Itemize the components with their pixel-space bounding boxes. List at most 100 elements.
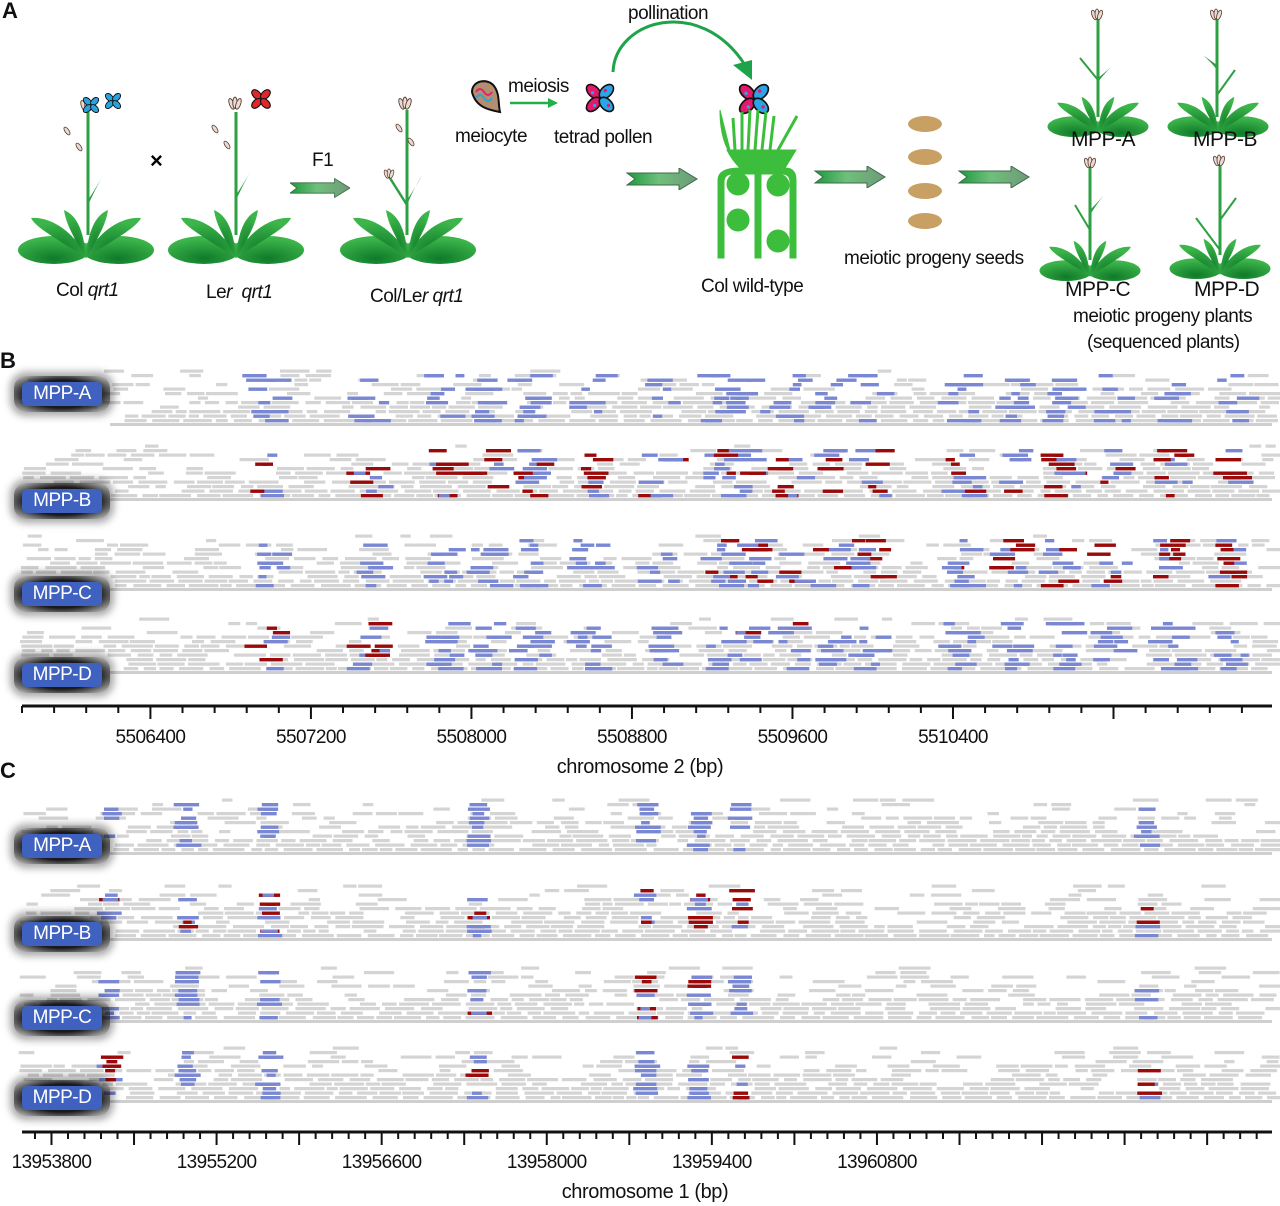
- read: [984, 929, 1003, 933]
- col-snp-read: [733, 975, 752, 979]
- read: [742, 1016, 775, 1020]
- read: [968, 414, 989, 418]
- read: [334, 1082, 365, 1086]
- col-snp-read: [826, 401, 836, 405]
- col-snp-read: [424, 575, 448, 579]
- col-snp-read: [1226, 410, 1249, 414]
- read: [800, 552, 825, 556]
- read: [397, 644, 420, 648]
- read: [75, 640, 93, 644]
- read: [1214, 989, 1239, 993]
- read: [499, 579, 516, 583]
- read: [1223, 993, 1254, 997]
- read: [1084, 462, 1097, 466]
- col-snp-read: [841, 635, 852, 639]
- read: [778, 476, 810, 480]
- col-snp-read: [531, 570, 544, 574]
- read: [805, 1051, 825, 1055]
- read: [50, 989, 77, 993]
- read: [647, 902, 668, 906]
- ler-snp-read: [761, 579, 774, 583]
- read: [986, 1011, 1012, 1015]
- read: [177, 653, 208, 657]
- col-snp-read: [749, 557, 772, 561]
- read: [1055, 383, 1079, 387]
- read: [53, 644, 74, 648]
- read: [728, 993, 749, 997]
- read: [363, 929, 377, 933]
- read: [1117, 929, 1133, 933]
- read: [970, 658, 982, 662]
- read: [1147, 387, 1171, 391]
- col-snp-read: [1157, 419, 1171, 423]
- read: [1182, 920, 1195, 924]
- col-snp-read: [427, 396, 440, 400]
- read: [789, 462, 808, 466]
- read: [569, 998, 583, 1002]
- read: [1146, 570, 1173, 574]
- read: [881, 405, 906, 409]
- col-snp-read: [860, 383, 879, 387]
- read: [208, 575, 233, 579]
- read: [1008, 929, 1032, 933]
- read: [1252, 971, 1280, 975]
- read: [487, 414, 514, 418]
- col-snp-read: [467, 834, 491, 838]
- read: [775, 649, 787, 653]
- ler-snp-read: [728, 575, 738, 579]
- read: [278, 570, 303, 574]
- read: [115, 489, 129, 493]
- col-snp-read: [1160, 548, 1169, 552]
- read: [27, 534, 42, 538]
- col-snp-read: [102, 812, 122, 816]
- read: [611, 631, 639, 635]
- read: [454, 1078, 479, 1082]
- read: [201, 1011, 216, 1015]
- read: [516, 579, 541, 583]
- read: [493, 1011, 505, 1015]
- col-snp-read: [693, 816, 709, 820]
- read: [825, 480, 843, 484]
- read: [411, 584, 428, 588]
- read: [488, 848, 514, 852]
- read: [1141, 410, 1166, 414]
- col-snp-read: [1143, 1016, 1154, 1020]
- read: [21, 566, 39, 570]
- read: [522, 1087, 539, 1091]
- read: [494, 649, 507, 653]
- read: [878, 584, 894, 588]
- read: [155, 1069, 175, 1073]
- col-snp-read: [473, 1060, 487, 1064]
- read: [396, 401, 409, 405]
- read: [399, 662, 426, 666]
- read: [461, 1060, 481, 1064]
- read: [94, 552, 108, 556]
- read: [1132, 1060, 1164, 1064]
- read: [637, 640, 649, 644]
- read: [112, 383, 134, 387]
- col-snp-read: [1061, 387, 1087, 391]
- read: [499, 1078, 526, 1082]
- read: [711, 552, 726, 556]
- read: [1176, 1096, 1199, 1100]
- tick-label: 5506400: [115, 727, 186, 748]
- col-snp-read: [967, 419, 982, 423]
- read: [1086, 489, 1102, 493]
- read: [640, 405, 662, 409]
- read: [619, 410, 652, 414]
- col-snp-read: [569, 557, 587, 561]
- read: [208, 1002, 235, 1006]
- read: [509, 993, 542, 997]
- read: [836, 993, 851, 997]
- read: [1113, 1046, 1139, 1050]
- read: [1259, 993, 1277, 997]
- col-snp-read: [173, 803, 200, 807]
- read: [607, 658, 637, 662]
- read: [1193, 834, 1218, 838]
- read: [310, 916, 331, 920]
- read: [408, 419, 438, 423]
- read: [94, 557, 113, 561]
- read: [292, 653, 321, 657]
- read: [695, 534, 721, 538]
- col-snp-read: [1161, 667, 1185, 671]
